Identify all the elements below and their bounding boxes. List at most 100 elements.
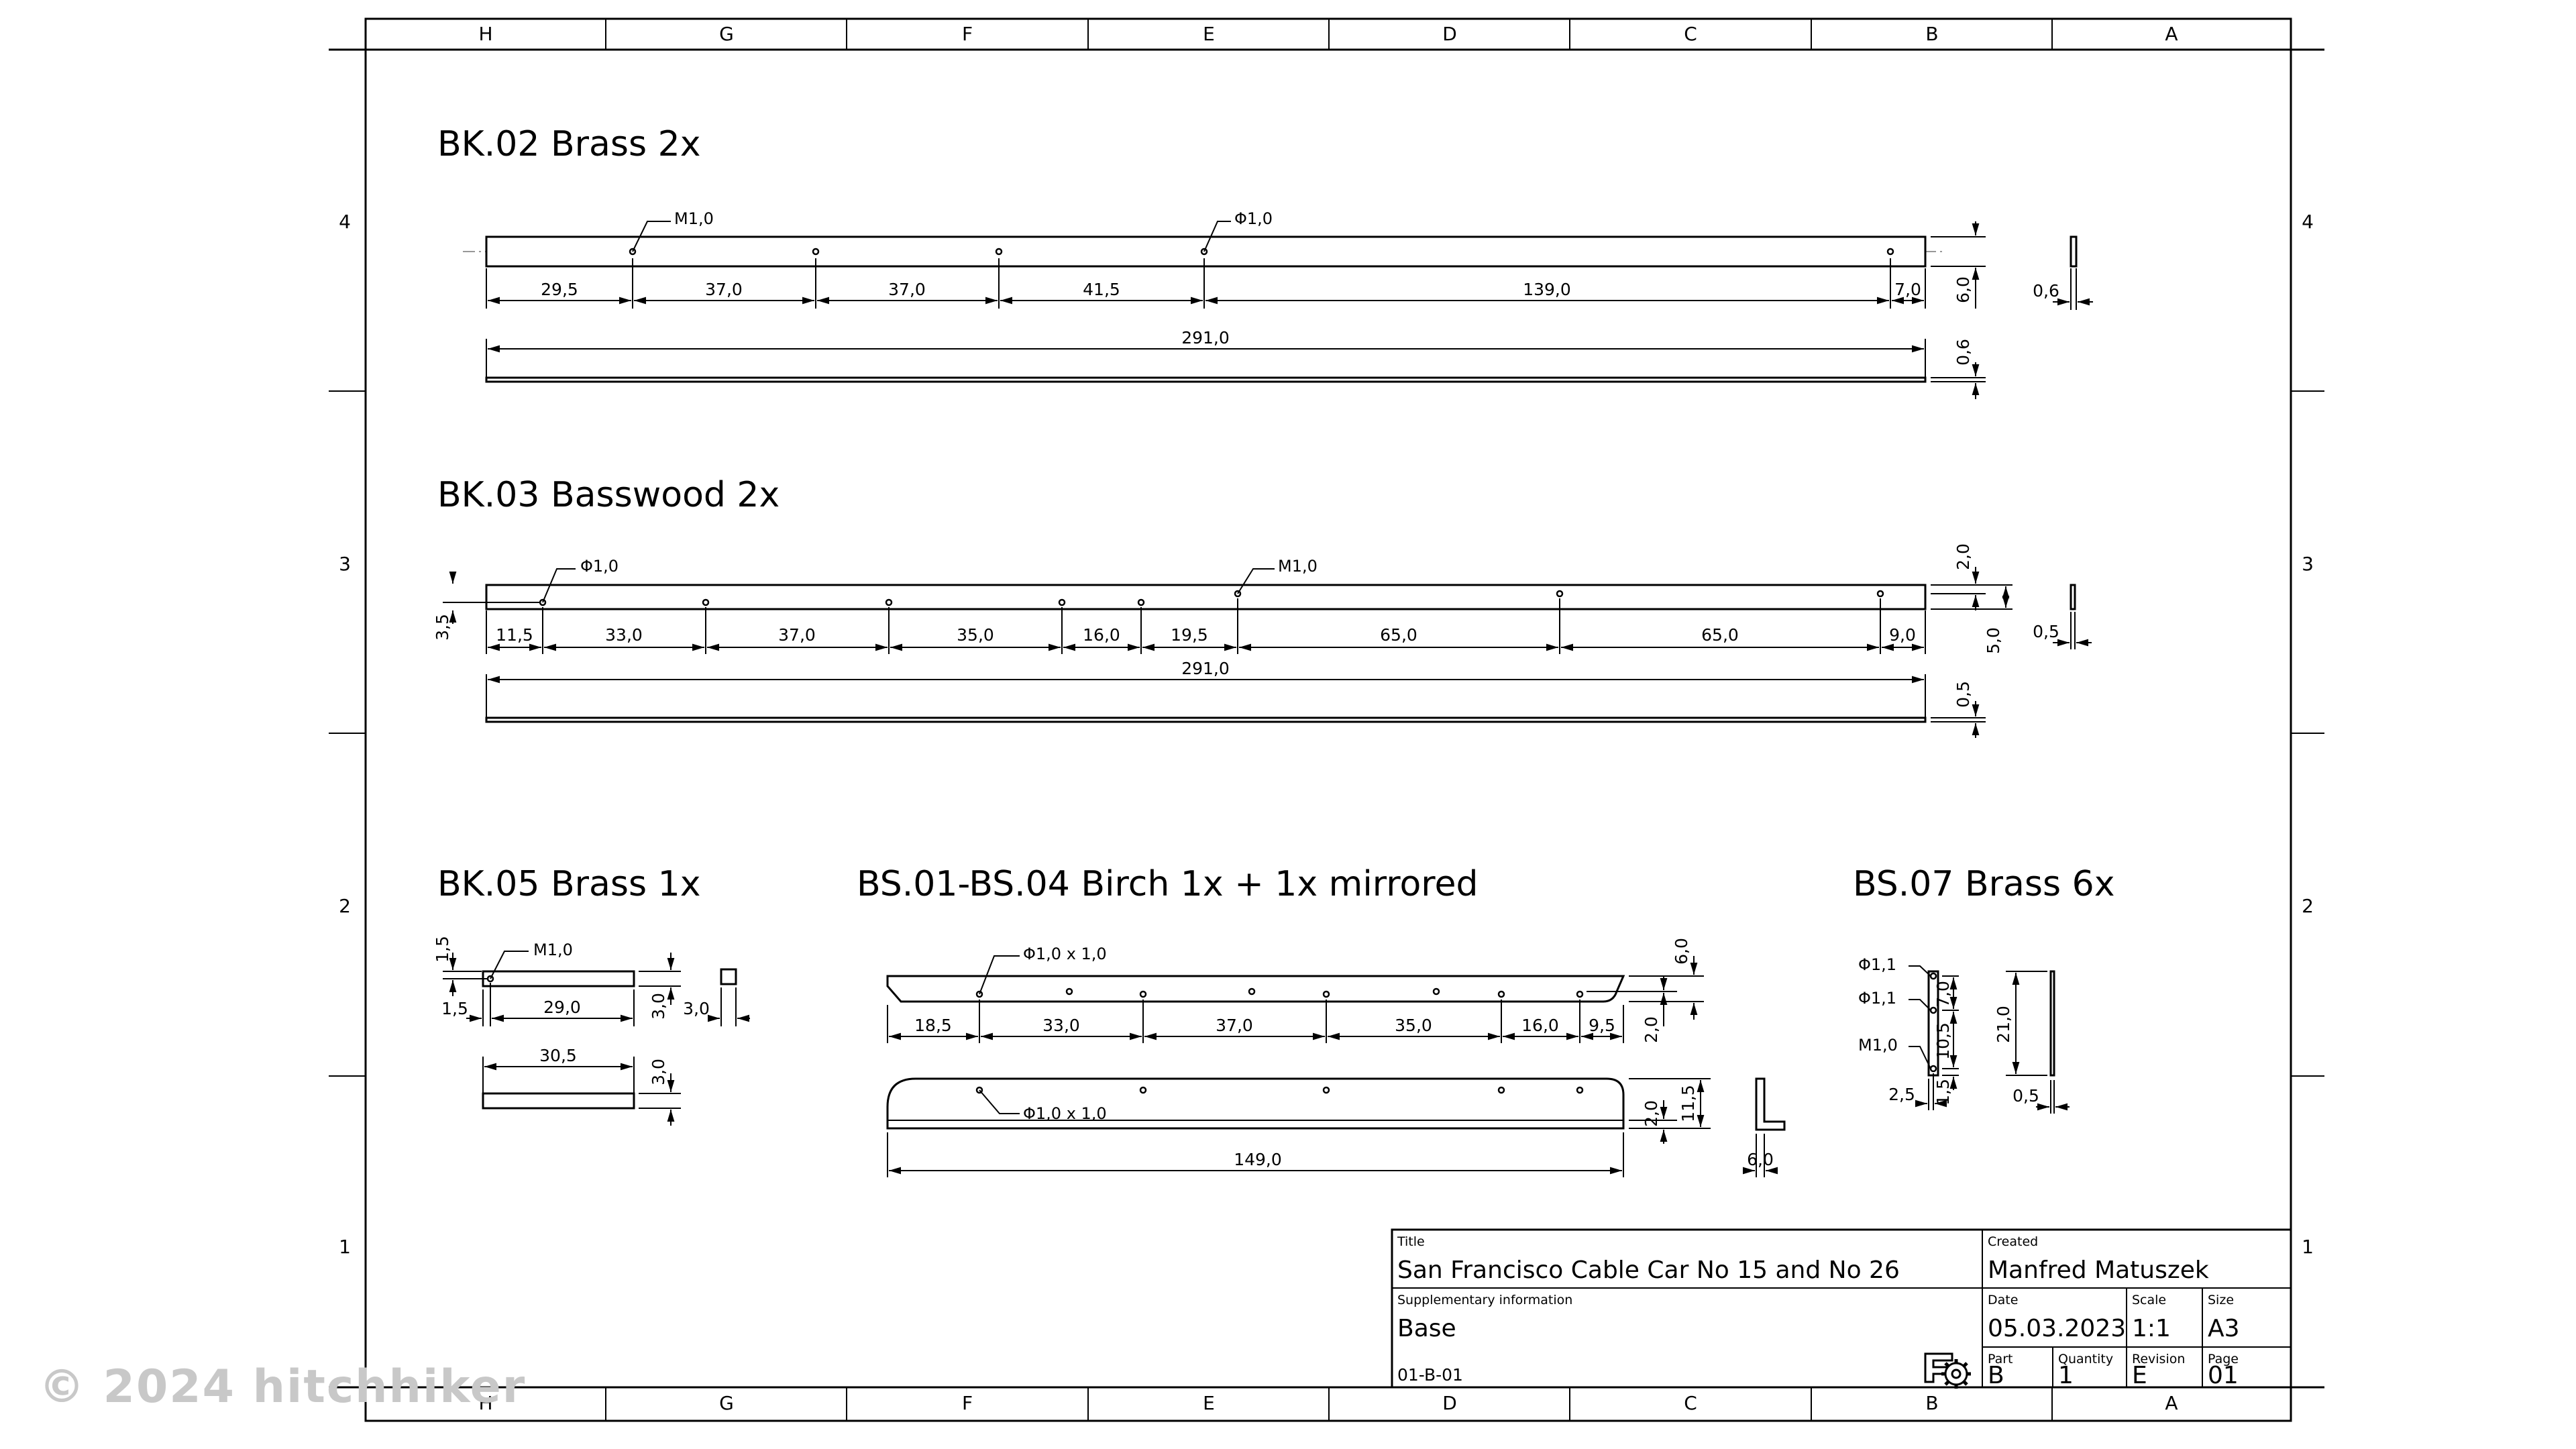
tb-page: 01 <box>2208 1362 2239 1389</box>
part-bk02: BK.02 Brass 2x M1,0 Φ1,0 29,5 37,0 37,0 … <box>437 124 2093 399</box>
tb-part-label: Part <box>1988 1352 2013 1366</box>
tb-scale: 1:1 <box>2132 1315 2171 1342</box>
dimension-label: 29,5 <box>541 280 578 299</box>
grid-col-bottom: A <box>2165 1392 2178 1414</box>
part-outline <box>485 584 1927 610</box>
dimension-label: 3,0 <box>683 999 710 1018</box>
dimension-label: 0,5 <box>2012 1086 2039 1106</box>
hole-callout: Φ1,1 <box>1858 955 1896 974</box>
dimension-label: 7,0 <box>1894 280 1921 299</box>
dimension-label: 291,0 <box>1181 328 1230 347</box>
side-view <box>482 1092 635 1110</box>
dimension-label: 11,5 <box>496 625 533 645</box>
end-view <box>2049 970 2055 1077</box>
tb-created: Manfred Matuszek <box>1988 1256 2209 1284</box>
grid-col-bottom: D <box>1442 1392 1457 1414</box>
dimension-label: 33,0 <box>605 625 643 645</box>
grid-row-left: 3 <box>339 553 351 575</box>
grid-col-top: A <box>2165 23 2178 45</box>
dimension-label: 41,5 <box>1083 280 1120 299</box>
grid-col-top: C <box>1684 23 1697 45</box>
part-title: BK.03 Basswood 2x <box>437 475 780 515</box>
part-bk05: BK.05 Brass 1x M1,0 1,5 1,5 29,0 3,0 3,0… <box>433 864 750 1126</box>
dimension-label: 33,0 <box>1042 1016 1080 1035</box>
dimension-label: 37,0 <box>1216 1016 1253 1035</box>
dimension-label: 5,0 <box>1984 627 2003 654</box>
grid-row-left: 2 <box>339 895 351 917</box>
dimension-label: 0,6 <box>1953 339 1973 366</box>
hole-callout: Φ1,0 x 1,0 <box>1023 945 1107 963</box>
dimension-label: 11,5 <box>1678 1085 1698 1122</box>
dimension-label: 149,0 <box>1234 1150 1282 1169</box>
end-view <box>2070 584 2076 610</box>
grid-col-top: B <box>1925 23 1938 45</box>
tb-scale-label: Scale <box>2132 1293 2166 1307</box>
tb-supp-label: Supplementary information <box>1397 1293 1572 1307</box>
dimension-label: 16,0 <box>1521 1016 1559 1035</box>
part-title: BS.01-BS.04 Birch 1x + 1x mirrored <box>857 864 1479 904</box>
dimension-label: 0,5 <box>2033 622 2059 641</box>
tb-title: San Francisco Cable Car No 15 and No 26 <box>1397 1256 1900 1284</box>
part-bs01: BS.01-BS.04 Birch 1x + 1x mirrored Φ1,0 … <box>857 864 1786 1177</box>
part-bs07: BS.07 Brass 6x Φ1,1 Φ1,1 M1,0 7,0 10,5 1… <box>1853 864 2114 1114</box>
part-title: BS.07 Brass 6x <box>1853 864 2114 904</box>
hole-callout: Φ1,0 <box>1234 209 1273 228</box>
dimension-label: 1,5 <box>433 936 452 963</box>
hole-callout: Φ1,0 <box>580 557 619 576</box>
dimension-label: 6,0 <box>1953 276 1973 303</box>
tb-rev: E <box>2132 1362 2147 1389</box>
dimension-label: 3,0 <box>649 1059 668 1085</box>
grid-row-right: 3 <box>2302 553 2314 575</box>
dimension-label: 18,5 <box>914 1016 952 1035</box>
dimension-label: 21,0 <box>1994 1006 2013 1043</box>
grid-col-bottom: H <box>478 1392 492 1414</box>
dimension-label: 29,0 <box>543 998 581 1017</box>
part-title: BK.05 Brass 1x <box>437 864 701 904</box>
grid-row-right: 1 <box>2302 1236 2314 1258</box>
grid-col-bottom: C <box>1684 1392 1697 1414</box>
tb-date-label: Date <box>1988 1293 2018 1307</box>
dimension-label: 9,5 <box>1589 1016 1615 1035</box>
tb-rev-label: Revision <box>2132 1352 2185 1366</box>
dimension-label: 139,0 <box>1523 280 1571 299</box>
dimension-label: 2,0 <box>1642 1016 1661 1043</box>
grid-col-top: H <box>478 23 492 45</box>
dimension-label: 2,5 <box>1888 1085 1915 1104</box>
dimension-label: 1,5 <box>1933 1079 1953 1106</box>
tb-created-label: Created <box>1988 1234 2038 1249</box>
tb-page-label: Page <box>2208 1352 2239 1366</box>
dimension-label: 65,0 <box>1701 625 1739 645</box>
side-view <box>485 376 1927 383</box>
grid-col-top: E <box>1203 23 1215 45</box>
dimension-label: 35,0 <box>957 625 994 645</box>
tb-title-label: Title <box>1397 1234 1425 1249</box>
tb-supp: Base <box>1397 1315 1456 1342</box>
grid-row-right: 4 <box>2302 211 2314 233</box>
freecad-gear-icon <box>1924 1352 1971 1389</box>
dimension-label: 37,0 <box>888 280 926 299</box>
grid-col-bottom: F <box>962 1392 973 1414</box>
end-view <box>720 968 737 985</box>
grid-row-left: 1 <box>339 1236 351 1258</box>
hole-callout: Φ1,1 <box>1858 989 1896 1008</box>
dimension-label: 3,5 <box>433 614 452 641</box>
side-view <box>886 1077 1625 1130</box>
part-outline <box>485 235 1927 268</box>
part-bk03: BK.03 Basswood 2x Φ1,0 M1,0 3,5 11,5 33,… <box>433 475 2092 738</box>
tb-size-label: Size <box>2208 1293 2234 1307</box>
copyright-watermark: © 2024 hitchhiker <box>39 1360 527 1413</box>
dimension-label: 35,0 <box>1395 1016 1432 1035</box>
grid-col-bottom: B <box>1925 1392 1938 1414</box>
dimension-label: 3,0 <box>649 993 668 1020</box>
grid-col-bottom: G <box>719 1392 734 1414</box>
tb-drawing-number: 01-B-01 <box>1397 1365 1463 1385</box>
dimension-label: 65,0 <box>1380 625 1417 645</box>
dimension-label: 2,0 <box>1642 1100 1661 1127</box>
profile-view <box>1755 1077 1786 1131</box>
tb-date: 05.03.2023 <box>1988 1315 2126 1342</box>
thread-callout: M1,0 <box>1278 557 1318 576</box>
thread-callout: M1,0 <box>674 209 714 228</box>
dimension-label: 10,5 <box>1933 1022 1953 1060</box>
dimension-label: 0,6 <box>2033 281 2059 301</box>
dimension-label: 0,5 <box>1953 681 1973 708</box>
